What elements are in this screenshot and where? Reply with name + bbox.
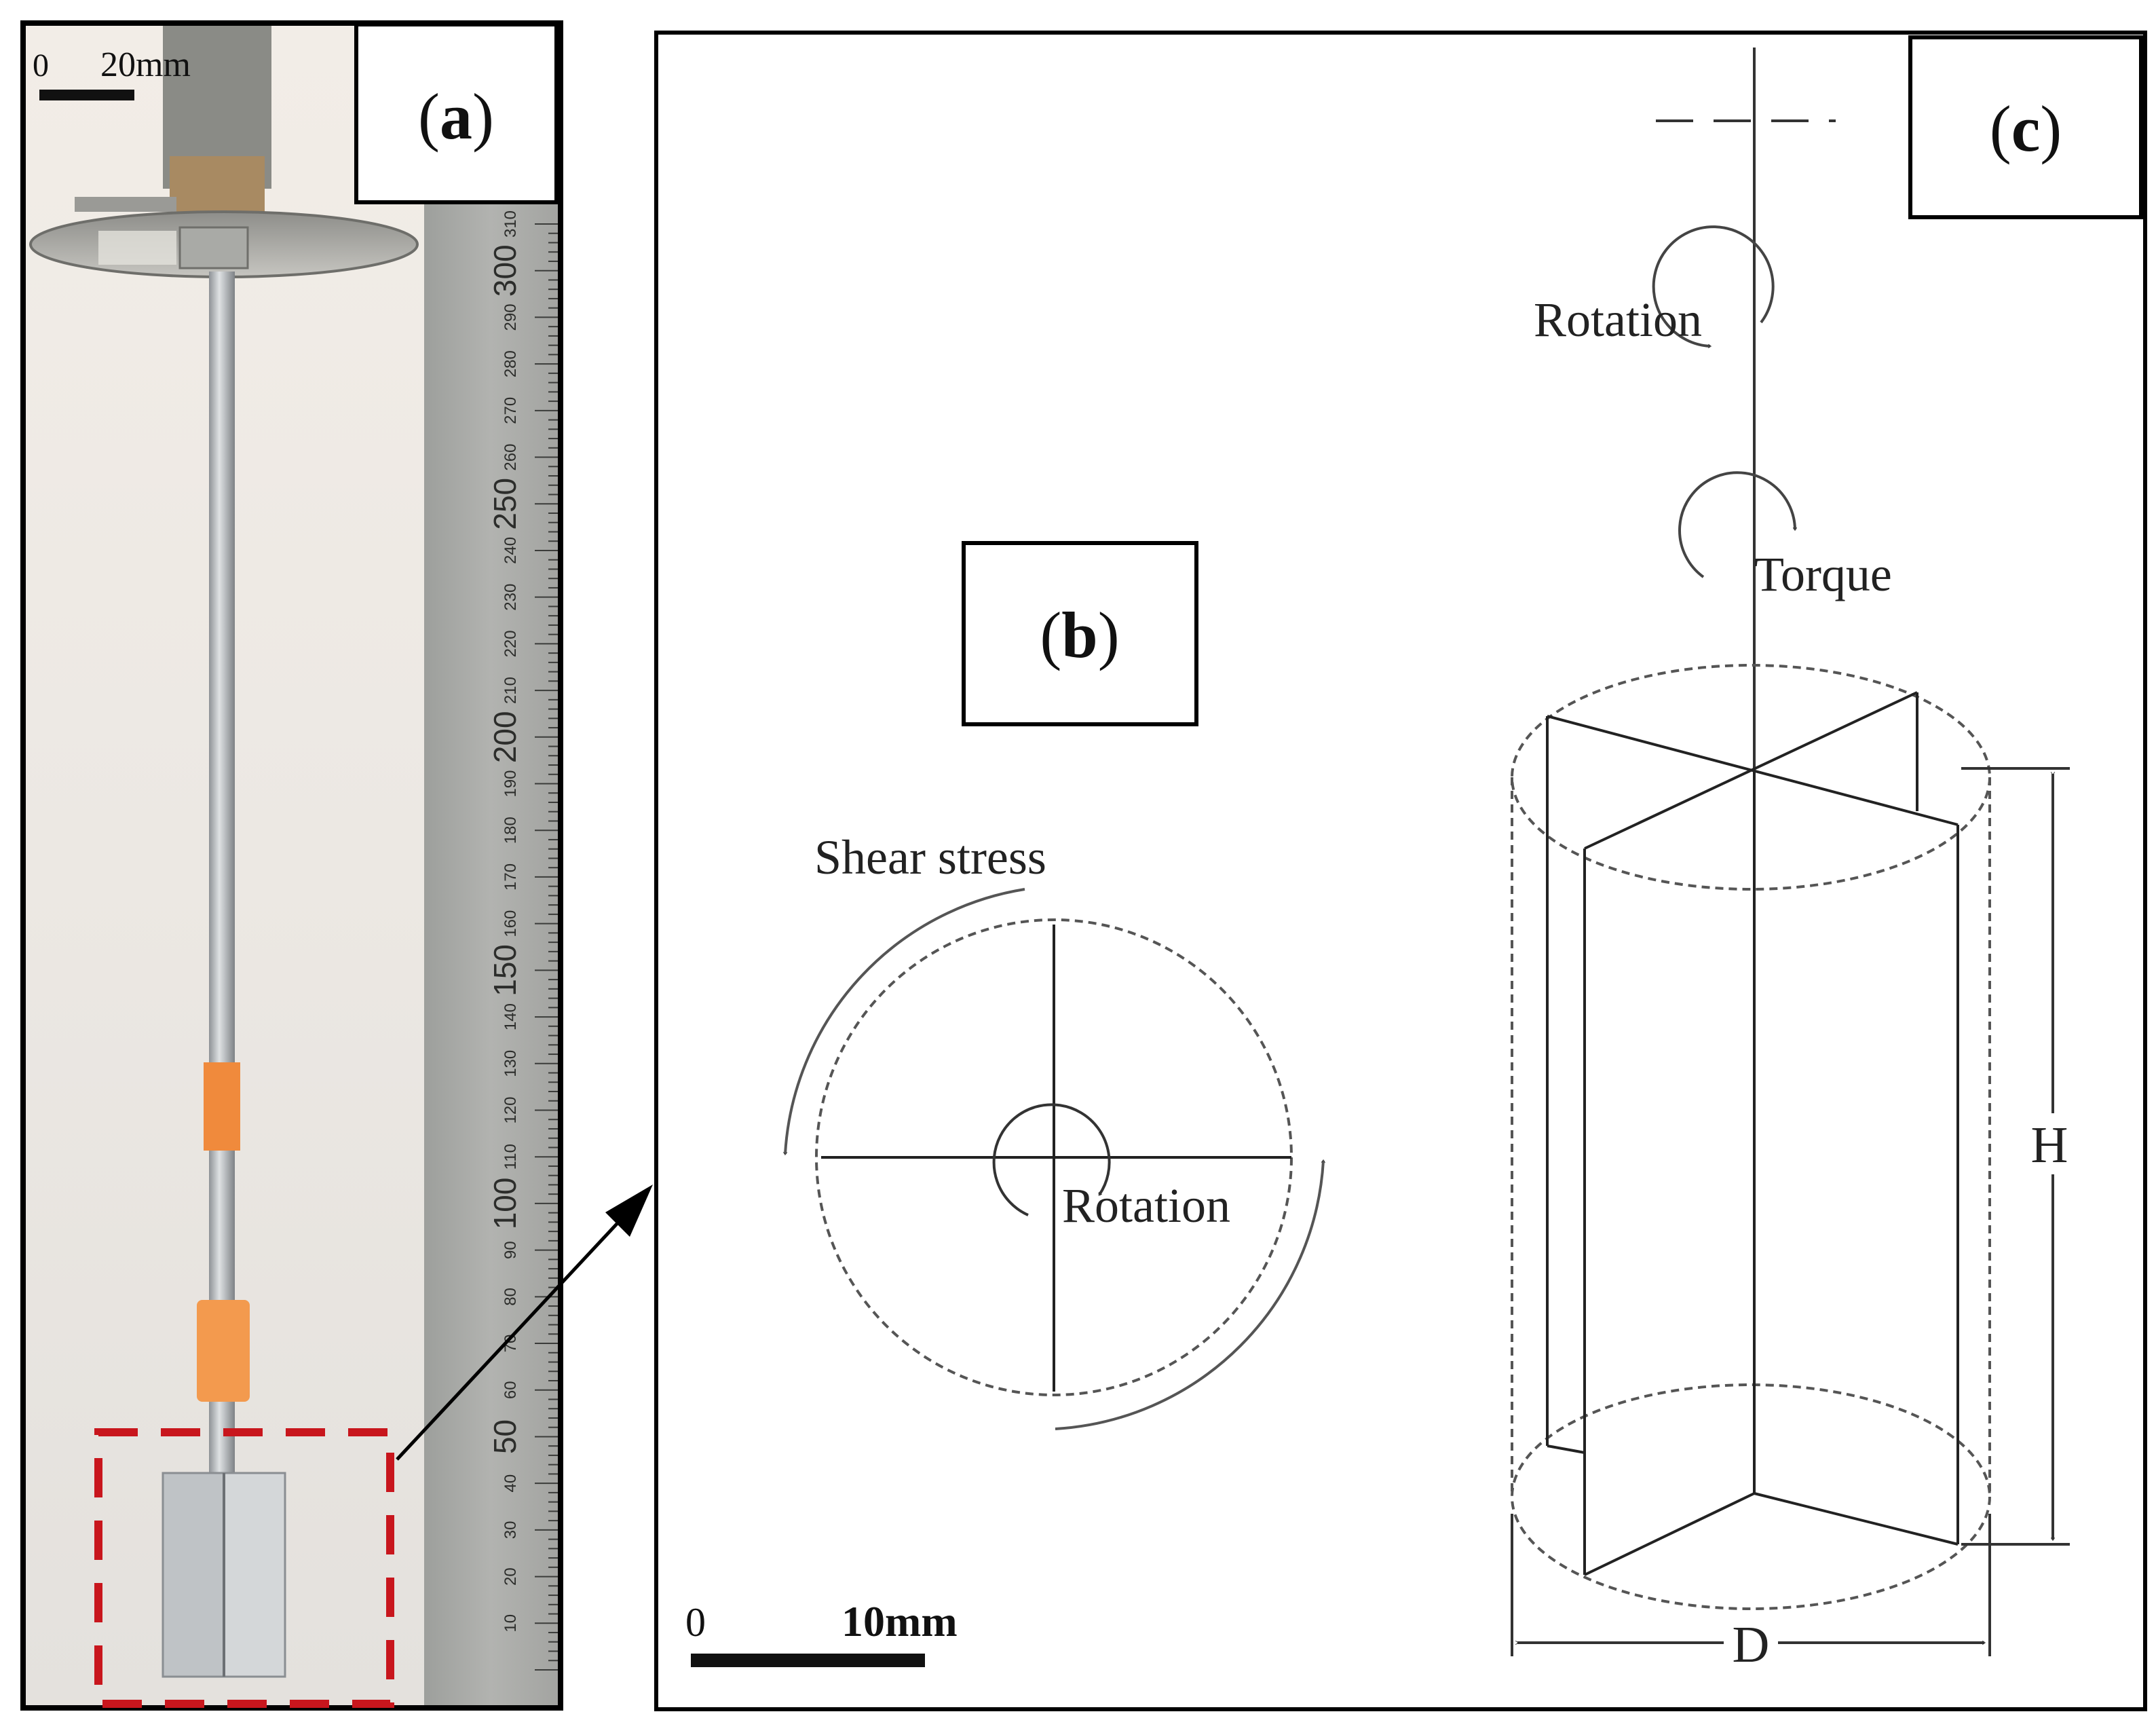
ruler-label-minor: 90	[502, 1241, 520, 1259]
ruler-body	[424, 204, 558, 1705]
ruler-label-minor: 160	[502, 910, 520, 937]
ruler-label-minor: 110	[502, 1144, 520, 1170]
cylinder-bottom	[1511, 1383, 1991, 1610]
scale-bar-bc-end: 10mm	[841, 1597, 958, 1645]
panel-b-label-box: (b)	[962, 541, 1198, 726]
rotation-arrow-b	[992, 1103, 1111, 1216]
scale-bar-a-end: 20mm	[100, 45, 191, 84]
vane-blades-3d	[1546, 691, 1959, 1576]
rotation-label-c: Rotation	[1534, 293, 1702, 347]
torque-label: Torque	[1754, 547, 1892, 601]
shear-stress-label: Shear stress	[814, 830, 1046, 884]
svg-text:(b): (b)	[1040, 599, 1119, 671]
scale-bar-a-start: 0	[33, 48, 49, 83]
ruler-label-minor: 310	[502, 210, 520, 238]
callout-arrowhead	[605, 1185, 653, 1237]
ruler-label-major: 150	[487, 944, 523, 996]
clamp-screw	[75, 197, 176, 212]
top-shaft-collar	[170, 156, 265, 217]
tape-marker-upper	[204, 1062, 240, 1151]
scale-bar-a-line	[39, 90, 134, 100]
ruler-label-minor: 120	[502, 1096, 520, 1123]
diameter-label-mask	[1724, 1614, 1778, 1671]
ruler-label-minor: 220	[502, 630, 520, 657]
ruler-label-minor: 40	[502, 1474, 520, 1493]
scale-bar-bc: 0 10mm	[685, 1597, 958, 1667]
rotation-label-b: Rotation	[1062, 1178, 1230, 1233]
ruler-label-major: 250	[487, 478, 523, 530]
scale-bar-bc-start: 0	[685, 1600, 706, 1645]
ruler-label-minor: 280	[502, 350, 520, 377]
ruler-label-major: 50	[487, 1419, 523, 1454]
height-label: H	[2031, 1117, 2068, 1174]
torque-arrow	[1678, 471, 1798, 578]
ruler-label-minor: 130	[502, 1050, 520, 1077]
scale-bar-a: 0 20mm	[33, 45, 191, 100]
shear-arrow-lower	[1055, 1159, 1326, 1430]
height-label-mask	[2026, 1113, 2080, 1174]
shear-arrow-upper	[782, 888, 1025, 1156]
panel-b-label: b	[1061, 599, 1097, 671]
ruler-label-minor: 260	[502, 444, 520, 471]
rotation-arrow-c	[1652, 225, 1775, 349]
tape-marker-lower	[197, 1300, 250, 1402]
panel-a: 3002502001501005031029028027026024023022…	[20, 20, 563, 1711]
disc-hub	[178, 226, 249, 269]
panel-c: (c) Rotation Torque	[1511, 35, 2143, 1673]
ruler-label-major: 200	[487, 711, 523, 763]
vane-blade-right	[223, 1472, 286, 1678]
ruler-label-minor: 190	[502, 770, 520, 797]
ruler-label-minor: 290	[502, 303, 520, 331]
panel-bc-frame	[654, 31, 2147, 1711]
ruler-label-minor: 140	[502, 1003, 520, 1030]
ruler-ticks	[535, 223, 558, 1671]
ruler-label-minor: 210	[502, 677, 520, 704]
ruler-label-major: 100	[487, 1178, 523, 1230]
ruler-label-minor: 30	[502, 1521, 520, 1540]
disc-label-sticker	[98, 231, 176, 265]
svg-text:(a): (a)	[418, 80, 494, 153]
ruler-label-minor: 240	[502, 537, 520, 564]
ruler-label-minor: 230	[502, 584, 520, 611]
panel-c-label-box: (c)	[1908, 35, 2143, 219]
ruler-label-major: 300	[487, 244, 523, 297]
vane-rod	[209, 272, 235, 1480]
ruler: 300 250 200 150 100 50 310 290 280 270 260 240 230 22…	[424, 204, 558, 1705]
diameter-label: D	[1733, 1616, 1770, 1673]
ruler-label-minor: 170	[502, 863, 520, 891]
panel-a-label: a	[440, 80, 472, 153]
vane-blade-left	[162, 1472, 225, 1678]
vane-instrument	[29, 26, 419, 1678]
ruler-label-minor: 80	[502, 1288, 520, 1306]
vane-highlight-box	[94, 1428, 394, 1708]
panel-a-label-box: (a)	[354, 22, 559, 204]
svg-text:(c): (c)	[1990, 92, 2062, 165]
panel-c-label: c	[2011, 92, 2041, 165]
ruler-label-minor: 60	[502, 1381, 520, 1399]
panel-b: (b) Shear stress Rotation	[782, 541, 1326, 1430]
ruler-label-minor: 270	[502, 397, 520, 424]
ruler-label-minor: 20	[502, 1567, 520, 1586]
ruler-label-minor: 10	[502, 1614, 520, 1633]
scale-bar-bc-line	[691, 1654, 925, 1667]
callout-arrow	[396, 1185, 653, 1461]
ruler-labels: 300 250 200 150 100 50 310 290 280 270 260 240 230 22…	[487, 210, 523, 1633]
ruler-label-minor: 180	[502, 817, 520, 844]
